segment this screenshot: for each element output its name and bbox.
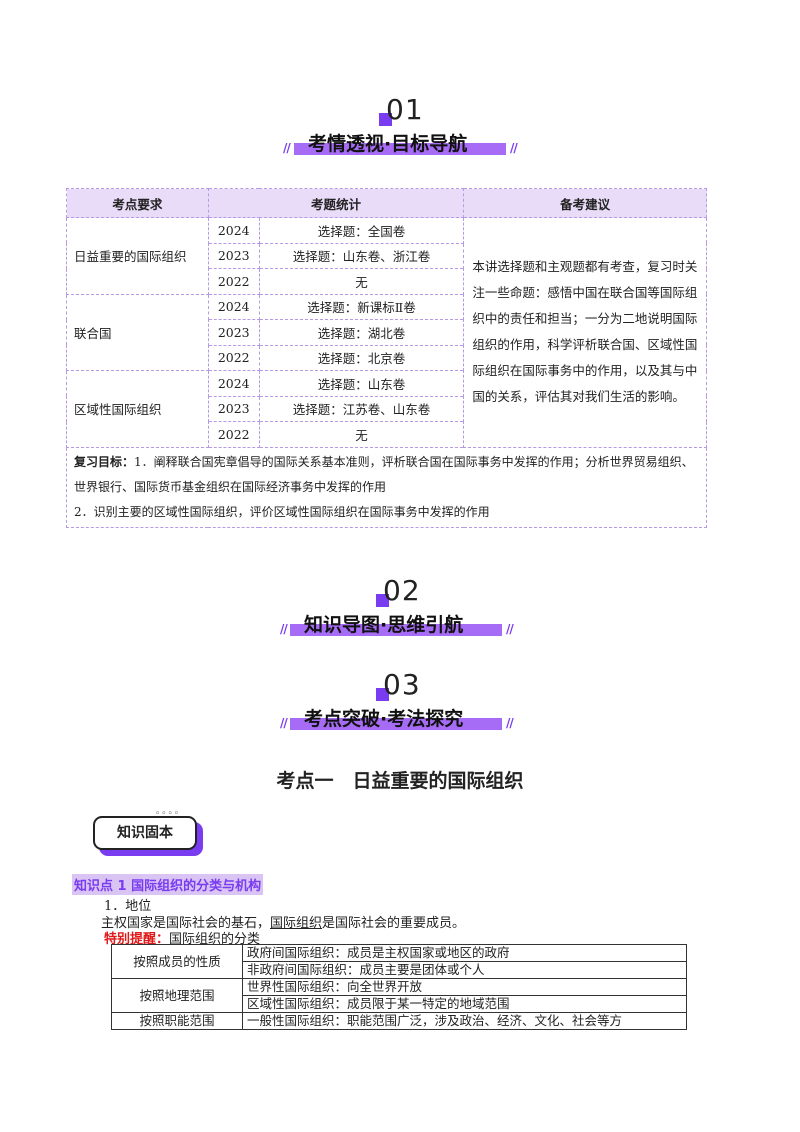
topic-title: 考点一 日益重要的国际组织 [276,770,524,792]
year-cell: 2022 [207,421,260,448]
table-row: 按照职能范围 一般性国际组织：职能范围广泛，涉及政治、经济、文化、社会等方 [111,1012,687,1030]
text-segment: 是国际社会的重要成员。 [322,916,466,931]
advice-cell: 本讲选择题和主观题都有考查，复习时关注一些命题：感悟中国在联合国等国际组织中的责… [463,217,707,448]
text-segment: 主权国家是国际社会的基石， [101,916,271,931]
tip-label: 特别提醒： [104,932,170,947]
section-title-highlight [290,624,502,636]
badge-rings-icon: ◦◦◦◦ [155,809,181,819]
header-advice: 备考建议 [463,188,707,218]
goal-label: 复习目标： [74,454,135,469]
review-goal-cell: 复习目标：1．阐释联合国宪章倡导的国际关系基本准则，评析联合国在国际事务中发挥的… [66,446,707,528]
table-row: 2022 无 [67,268,707,295]
table-row: 2022 无 [67,421,707,448]
category-cell: 按照地理范围 [111,978,243,1013]
item-cell: 非政府间国际组织：成员主要是团体或个人 [242,961,687,979]
table-row: 日益重要的国际组织 2024 选择题：全国卷 本讲选择题和主观题都有考查，复习时… [66,217,707,448]
section-header-03: 03 // 考点突破·考法探究 // [0,668,800,742]
table-row: 区域性国际组织：成员限于某一特定的地域范围 [112,995,687,1013]
year-cell: 2024 [207,217,260,244]
stat-cell: 选择题：江苏卷、山东卷 [258,395,465,422]
table-row: 非政府间国际组织：成员主要是团体或个人 [112,961,687,979]
slash-mark-left: // [280,622,288,636]
slash-mark-right: // [506,716,514,730]
stat-cell: 选择题：全国卷 [258,217,465,244]
section-title: 知识导图·思维引航 [304,614,464,636]
section-number: 01 [386,93,424,126]
section-title: 考点突破·考法探究 [304,708,464,730]
table-header-row: 考点要求 考题统计 备考建议 [66,188,707,218]
section-title-highlight [294,143,506,155]
item-cell: 一般性国际组织：职能范围广泛，涉及政治、经济、文化、社会等方 [242,1012,687,1030]
section-title-wrap: 考点突破·考法探究 [290,704,502,732]
goal-item-1: 1．阐释联合国宪章倡导的国际关系基本准则，评析联合国在国际事务中发挥的作用；分析… [74,454,694,494]
goal-item-2: 2．识别主要的区域性国际组织，评价区域性国际组织在国际事务中发挥的作用 [74,504,490,519]
section-title-wrap: 知识导图·思维引航 [290,610,502,638]
sub-heading: 1．地位 [104,899,152,914]
table-row: 2023 选择题：湖北卷 [67,319,707,346]
stat-cell: 选择题：山东卷、浙江卷 [258,242,465,269]
table-row: 2023 选择题：江苏卷、山东卷 [67,395,707,422]
slash-mark-right: // [506,622,514,636]
underlined-term: 国际组织 [270,916,323,931]
slash-mark-left: // [280,716,288,730]
goal-row: 复习目标：1．阐释联合国宪章倡导的国际关系基本准则，评析联合国在国际事务中发挥的… [66,446,707,528]
header-statistics: 考题统计 [207,188,465,218]
requirement-cell: 日益重要的国际组织 [66,217,209,295]
stat-cell: 无 [258,421,465,448]
item-cell: 区域性国际组织：成员限于某一特定的地域范围 [242,995,687,1013]
tip-text: 国际组织的分类 [169,932,261,947]
year-cell: 2023 [207,395,260,422]
section-title-wrap: 考情透视·目标导航 [294,129,506,157]
slash-mark-left: // [283,141,291,155]
stat-cell: 选择题：新课标Ⅱ卷 [258,293,465,320]
item-cell: 政府间国际组织：成员是主权国家或地区的政府 [242,944,687,962]
section-header-01: 01 // 考情透视·目标导航 // [0,93,800,165]
item-cell: 世界性国际组织：向全世界开放 [242,978,687,996]
slash-mark-right: // [510,141,518,155]
knowledge-point-title: 知识点 1 国际组织的分类与机构 [72,874,264,895]
year-cell: 2024 [207,370,260,397]
section-number: 02 [383,574,421,607]
section-number-marker [376,594,389,607]
section-title-highlight [290,718,502,730]
exam-overview-table: 考点要求 考题统计 备考建议 日益重要的国际组织 2024 选择题：全国卷 本讲… [66,188,707,528]
year-cell: 2022 [207,344,260,371]
badge-label: 知识固本 [117,825,173,841]
section-number-marker [376,688,389,701]
year-cell: 2023 [207,242,260,269]
section-number-marker [379,113,392,126]
category-cell: 按照成员的性质 [111,944,243,979]
category-cell: 按照职能范围 [111,1012,243,1030]
tip-line: 特别提醒：国际组织的分类 [104,928,260,947]
requirement-cell: 联合国 [66,293,209,371]
year-cell: 2022 [207,268,260,295]
requirement-cell: 区域性国际组织 [66,370,209,448]
status-paragraph: 主权国家是国际社会的基石，国际组织是国际社会的重要成员。 [101,912,465,931]
header-requirement: 考点要求 [66,188,209,218]
section-header-02: 02 // 知识导图·思维引航 // [0,574,800,648]
stat-cell: 无 [258,268,465,295]
stat-cell: 选择题：北京卷 [258,344,465,371]
section-number: 03 [383,668,421,701]
table-row: 联合国 2024 选择题：新课标Ⅱ卷 [66,293,707,371]
badge-frame [93,816,197,850]
stat-cell: 选择题：湖北卷 [258,319,465,346]
stat-cell: 选择题：山东卷 [258,370,465,397]
classification-table: 按照成员的性质 政府间国际组织：成员是主权国家或地区的政府 非政府间国际组织：成… [111,944,687,1030]
year-cell: 2023 [207,319,260,346]
year-cell: 2024 [207,293,260,320]
knowledge-badge: ◦◦◦◦ 知识固本 [93,809,205,856]
table-row: 按照地理范围 世界性国际组织：向全世界开放 [111,978,687,1013]
section-title: 考情透视·目标导航 [308,133,468,155]
table-row: 按照成员的性质 政府间国际组织：成员是主权国家或地区的政府 [111,944,687,979]
